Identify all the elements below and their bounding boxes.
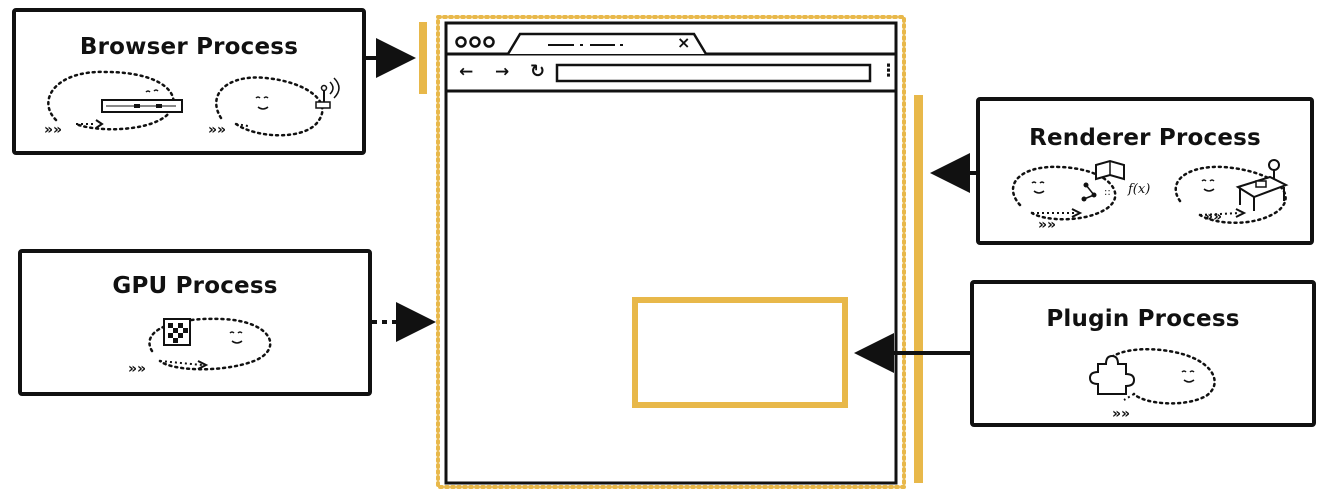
gpu-process-box: GPU Process »» [18,249,372,396]
plugin-content-box [632,297,848,408]
browser-window-dotted-frame [436,15,906,489]
plugin-process-box: Plugin Process »» [970,280,1316,427]
svg-text:»»: »» [1204,209,1222,225]
renderer-process-box: Renderer Process »» f(x) :: [976,97,1314,245]
svg-text:»»: »» [1038,217,1056,233]
browser-process-box: Browser Process »» »» [12,8,366,155]
router-icon [101,99,183,113]
svg-text:»»: »» [128,361,146,377]
plugin-process-title: Plugin Process [1046,306,1240,332]
svg-text:»»: »» [208,122,226,138]
browser-process-illustration: »» »» [44,70,340,138]
renderer-process-title: Renderer Process [1029,125,1261,151]
browser-window-outline [444,21,898,485]
browser-process-title: Browser Process [79,34,299,60]
address-bar[interactable] [555,63,872,83]
function-icon: f(x) :: [1104,182,1150,198]
antenna-icon [315,77,340,109]
reload-icon[interactable]: ↻ [530,61,546,82]
browser-scope-bar [419,22,427,94]
gpu-process-title: GPU Process [112,273,278,299]
plugin-process-illustration: »» [1088,348,1216,422]
svg-text:::: :: [1104,187,1111,198]
grid-icon [163,318,191,346]
menu-dots-icon[interactable]: ⋮ [880,61,897,81]
forward-arrow-icon[interactable]: → [495,62,510,82]
desk-icon [1235,159,1289,211]
svg-text:f(x): f(x) [1127,182,1150,197]
book-icon [1095,159,1125,181]
svg-text:»»: »» [44,122,62,138]
gpu-process-illustration: »» [128,317,272,377]
svg-text:»»: »» [1112,406,1130,422]
network-icon [1081,182,1097,202]
renderer-scope-bar [914,95,923,483]
puzzle-icon [1088,354,1136,395]
tab-close-icon[interactable]: × [677,33,691,52]
window-controls[interactable] [455,36,495,48]
back-arrow-icon[interactable]: ← [459,62,474,82]
renderer-process-illustration: »» f(x) :: »» [1011,159,1289,233]
